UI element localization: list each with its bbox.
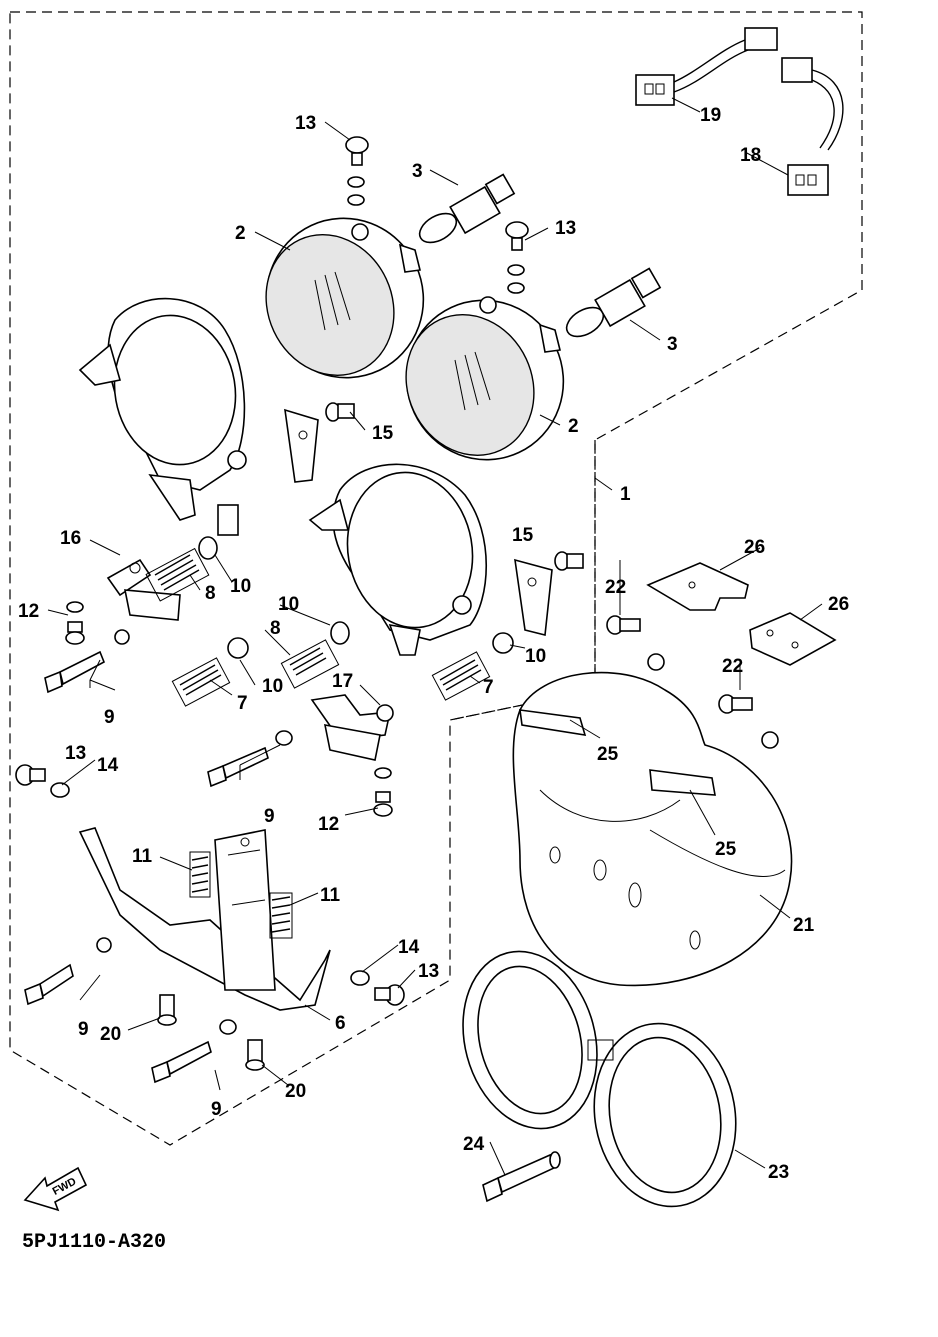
bolt-20-b bbox=[245, 1039, 265, 1071]
callout-15-right: 15 bbox=[512, 525, 534, 546]
callout-17: 17 bbox=[332, 671, 353, 692]
callout-16: 16 bbox=[60, 528, 81, 549]
leader-lines bbox=[47, 97, 823, 1176]
bolt-9-b bbox=[207, 730, 293, 788]
callout-9-b: 9 bbox=[264, 806, 275, 827]
callout-12-right: 12 bbox=[318, 814, 339, 835]
lamp-bracket-left bbox=[78, 297, 247, 536]
spring-11-right bbox=[269, 892, 293, 939]
callout-22-upper: 22 bbox=[605, 577, 626, 598]
callout-13-right: 13 bbox=[418, 961, 439, 982]
callout-2-upper: 2 bbox=[235, 223, 246, 244]
callout-11-left: 11 bbox=[132, 846, 153, 867]
screw-15-top bbox=[325, 402, 355, 422]
bolt-9-c bbox=[24, 937, 112, 1006]
spring-8-right bbox=[280, 639, 340, 689]
nut-12-left bbox=[65, 601, 85, 645]
callout-9-d: 9 bbox=[211, 1099, 222, 1120]
holder-right bbox=[514, 558, 553, 636]
callout-14-right: 14 bbox=[398, 937, 420, 958]
callout-12-left: 12 bbox=[18, 601, 39, 622]
forward-arrow-icon: FWD bbox=[23, 1166, 88, 1212]
bolt-9-d bbox=[151, 1019, 237, 1084]
callout-8-left: 8 bbox=[205, 583, 216, 604]
callout-10-a: 10 bbox=[230, 576, 251, 597]
callout-25-upper: 25 bbox=[597, 744, 619, 765]
wire-harness-18 bbox=[781, 57, 844, 196]
plate-26-upper bbox=[646, 562, 749, 611]
callout-3-upper: 3 bbox=[412, 161, 423, 182]
callout-11-right: 11 bbox=[320, 885, 341, 906]
callout-7-left: 7 bbox=[237, 693, 248, 714]
spring-7-left bbox=[171, 657, 231, 707]
callout-15-top: 15 bbox=[372, 423, 394, 444]
bolt-9-a bbox=[44, 629, 130, 694]
lamp-unit-2-lower bbox=[405, 296, 565, 461]
callout-23: 23 bbox=[768, 1162, 789, 1183]
callout-21: 21 bbox=[793, 915, 815, 936]
lamp-bracket-right bbox=[308, 463, 487, 656]
callout-19: 19 bbox=[700, 105, 721, 126]
callout-10-c: 10 bbox=[262, 676, 283, 697]
wire-harness-19 bbox=[635, 27, 778, 106]
callout-9-a: 9 bbox=[104, 707, 115, 728]
callout-3-lower: 3 bbox=[667, 334, 678, 355]
callout-10-d: 10 bbox=[525, 646, 546, 667]
callout-2-lower: 2 bbox=[568, 416, 579, 437]
callout-10-b: 10 bbox=[278, 594, 299, 615]
screw-13-upper bbox=[345, 136, 369, 206]
screw-15-right bbox=[554, 551, 584, 571]
callout-1: 1 bbox=[620, 484, 631, 505]
grommets-10 bbox=[198, 536, 514, 659]
screw-13-right bbox=[350, 970, 405, 1006]
plate-26-lower bbox=[749, 612, 837, 666]
bolt-20-a bbox=[157, 994, 177, 1026]
callout-14-left: 14 bbox=[97, 755, 119, 776]
callout-13-left: 13 bbox=[65, 743, 86, 764]
callout-26-lower: 26 bbox=[828, 594, 849, 615]
callouts: 1 2 2 3 3 6 7 7 8 8 9 9 9 9 10 10 10 10 … bbox=[18, 105, 849, 1183]
spring-8-left bbox=[145, 547, 210, 602]
spring-7-right bbox=[431, 651, 491, 701]
callout-9-c: 9 bbox=[78, 1019, 89, 1040]
callout-26-upper: 26 bbox=[744, 537, 765, 558]
callout-7-right: 7 bbox=[483, 677, 494, 698]
diagram-code: 5PJ1110-A320 bbox=[22, 1231, 166, 1254]
screw-13-left bbox=[15, 764, 70, 798]
screw-22-upper bbox=[606, 615, 641, 635]
callout-22-lower: 22 bbox=[722, 656, 743, 677]
screw-22-lower bbox=[718, 694, 753, 714]
callout-8-right: 8 bbox=[270, 618, 281, 639]
holder-left bbox=[284, 408, 319, 483]
callout-18: 18 bbox=[740, 145, 761, 166]
headlight-rim-23 bbox=[462, 950, 737, 1208]
callout-25-lower: 25 bbox=[715, 839, 737, 860]
spring-11-left bbox=[189, 851, 211, 898]
bulb-3-upper bbox=[418, 173, 516, 244]
callout-24: 24 bbox=[463, 1134, 485, 1155]
callout-6: 6 bbox=[335, 1013, 346, 1034]
callout-13-mid: 13 bbox=[555, 218, 576, 239]
bulb-3-lower bbox=[565, 267, 662, 338]
stay-6 bbox=[78, 827, 331, 1011]
adjuster-16 bbox=[106, 558, 181, 621]
lamp-unit-2-upper bbox=[265, 217, 425, 379]
nut-12-right bbox=[373, 767, 393, 817]
bolt-24 bbox=[482, 1151, 561, 1203]
callout-20-b: 20 bbox=[285, 1081, 306, 1102]
callout-20-a: 20 bbox=[100, 1024, 121, 1045]
adjuster-17 bbox=[310, 694, 394, 761]
callout-13-top: 13 bbox=[295, 113, 316, 134]
screw-13-lower bbox=[505, 221, 529, 294]
headlight-cover-21 bbox=[512, 653, 793, 987]
